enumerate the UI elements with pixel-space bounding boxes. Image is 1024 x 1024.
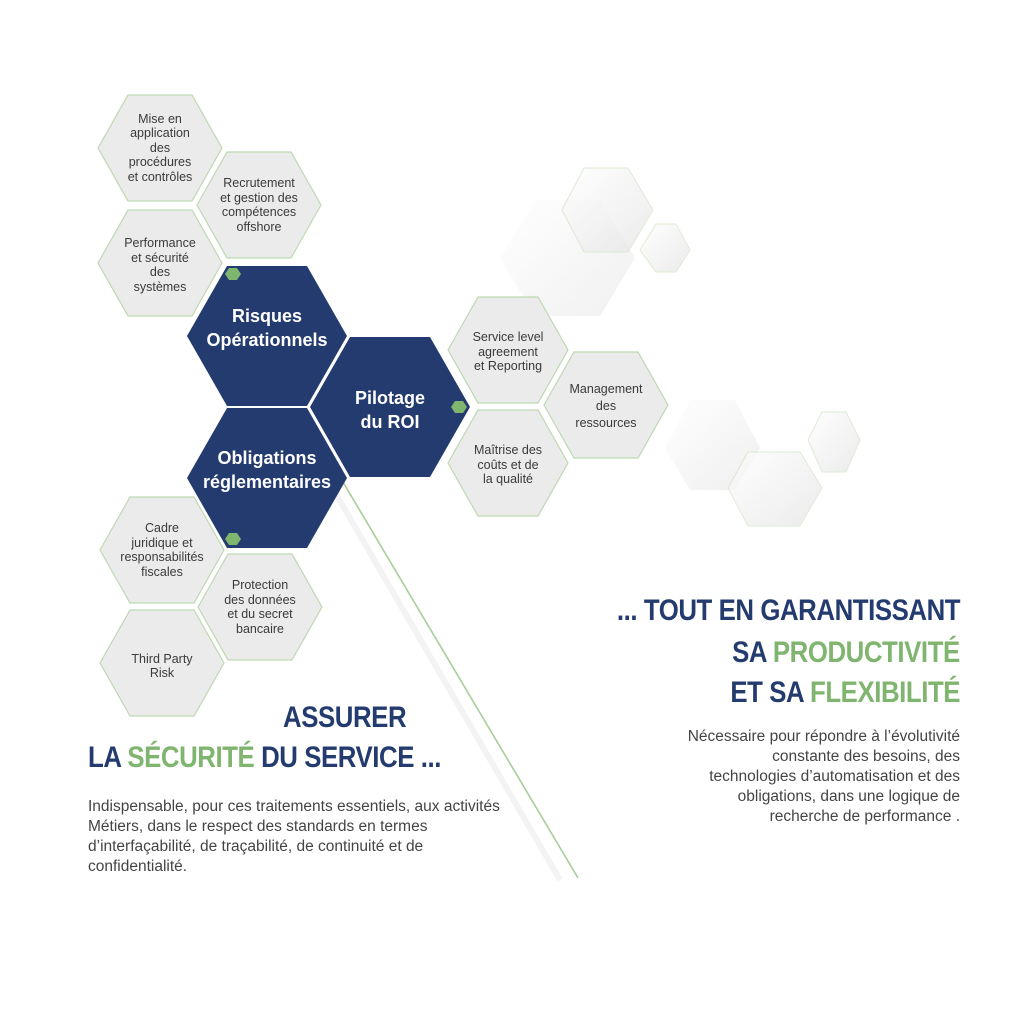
hex-management <box>543 351 669 459</box>
right-paragraph: Nécessaire pour répondre à l’évolutivité… <box>540 727 960 827</box>
label-protection: Protection des données et du secret banc… <box>224 578 296 636</box>
right-paragraph-line: Nécessaire pour répondre à l’évolutivité <box>687 728 960 745</box>
hex-obligations-reglementaires <box>187 408 347 548</box>
hex-protection <box>197 553 323 661</box>
left-heading-assurer: ASSURER <box>283 701 407 734</box>
label-service-level: Service level agreement et Reporting <box>472 330 544 374</box>
hex-cadre-juridique <box>99 496 225 604</box>
label-risques-operationnels: Risques Opérationnels <box>206 306 328 350</box>
right-paragraph-line: technologies d’automatisation et des <box>709 768 960 785</box>
left-heading-du-service: DU SERVICE ... <box>254 741 441 774</box>
label-pilotage-roi: Pilotage du ROI <box>354 388 425 432</box>
left-paragraph: Indispensable, pour ces traitements esse… <box>88 798 500 875</box>
hex-third-party <box>99 609 225 717</box>
right-heading-sa: SA <box>732 636 774 669</box>
decorative-hexagons <box>500 167 861 527</box>
label-mise-en-application: Mise en application des procédures et co… <box>127 111 193 184</box>
right-heading-line3: ET SA FLEXIBILITÉ <box>730 673 960 713</box>
green-dot <box>451 401 467 413</box>
right-heading-et-sa: ET SA <box>730 676 810 709</box>
label-third-party: Third Party Risk <box>131 651 193 681</box>
label-recrutement: Recrutement et gestion des compétences o… <box>220 176 298 234</box>
right-paragraph-line: recherche de performance . <box>769 808 960 825</box>
left-heading-la: LA <box>88 741 128 774</box>
label-management: Management des ressources <box>569 381 643 430</box>
right-paragraph-line: constante des besoins, des <box>772 748 960 765</box>
left-heading-securite: SÉCURITÉ <box>127 741 255 774</box>
label-obligations-reglementaires: Obligations réglementaires <box>202 448 332 492</box>
hex-recrutement <box>196 151 322 259</box>
label-maitrise: Maîtrise des coûts et de la qualité <box>473 443 543 487</box>
right-paragraph-line: obligations, dans une logique de <box>737 788 960 805</box>
hex-service-level <box>447 296 569 404</box>
right-heading-flexibilite: FLEXIBILITÉ <box>809 676 960 709</box>
label-cadre-juridique: Cadre juridique et responsabilités fisca… <box>120 521 204 579</box>
right-heading-line1: ... TOUT EN GARANTISSANT <box>616 591 961 631</box>
left-heading-line2: LA SÉCURITÉ DU SERVICE ... <box>88 738 441 778</box>
label-performance: Performance et sécurité des systèmes <box>124 236 196 294</box>
hex-mise-en-application <box>97 94 223 202</box>
green-dot <box>225 533 241 545</box>
connector-shadow <box>319 468 563 882</box>
left-heading-line1: ASSURER <box>283 698 407 738</box>
right-heading-productivite: PRODUCTIVITÉ <box>773 636 960 669</box>
hex-pilotage-roi <box>310 337 470 477</box>
right-heading-tout-en-garantissant: ... TOUT EN GARANTISSANT <box>616 594 961 627</box>
right-heading-line2: SA PRODUCTIVITÉ <box>732 633 960 673</box>
hex-performance <box>97 209 223 317</box>
green-dot <box>225 268 241 280</box>
hex-maitrise <box>447 409 569 517</box>
hex-risques-operationnels <box>187 266 347 406</box>
connector-line <box>317 439 579 879</box>
